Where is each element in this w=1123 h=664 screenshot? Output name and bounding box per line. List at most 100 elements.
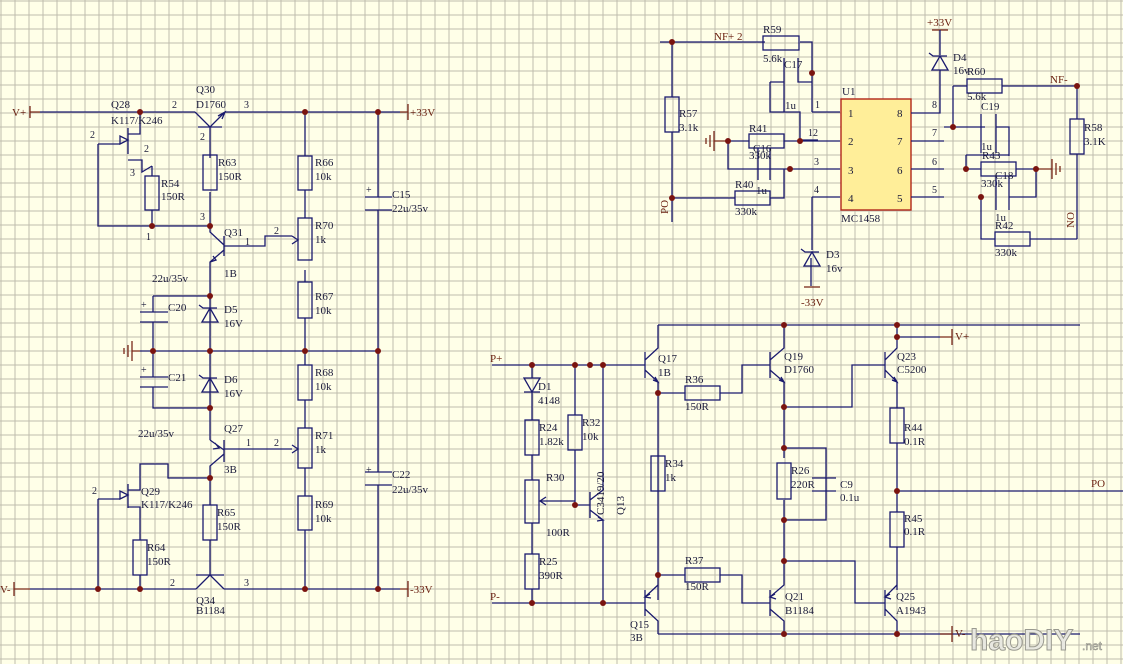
svg-text:1k: 1k	[315, 234, 327, 246]
svg-text:330k: 330k	[735, 206, 758, 218]
svg-text:R60: R60	[967, 66, 986, 78]
svg-text:1: 1	[146, 232, 151, 243]
junction-dot	[797, 138, 803, 144]
junction-dot	[302, 586, 308, 592]
svg-text:R57: R57	[679, 108, 698, 120]
junction-dot	[207, 348, 213, 354]
net-label-no: NO	[1065, 212, 1077, 228]
junction-dot	[809, 70, 815, 76]
svg-text:D1: D1	[538, 381, 551, 393]
junction-dot	[302, 109, 308, 115]
svg-text:haoDIY: haoDIY	[970, 624, 1073, 657]
svg-text:D5: D5	[224, 304, 238, 316]
r25-resistor: R25 390R	[524, 553, 564, 590]
svg-text:8: 8	[932, 100, 937, 111]
net-label-p33: +33V	[410, 107, 435, 119]
svg-text:D1760: D1760	[784, 364, 814, 376]
svg-text:2: 2	[274, 226, 279, 237]
svg-text:1.82k: 1.82k	[539, 436, 564, 448]
junction-dot	[600, 600, 606, 606]
svg-text:1u: 1u	[785, 100, 797, 112]
q19-transistor: Q19 D1760	[769, 325, 885, 458]
svg-text:R32: R32	[582, 417, 600, 429]
junction-dot	[600, 362, 606, 368]
junction-dot	[781, 404, 787, 410]
svg-text:3: 3	[244, 100, 249, 111]
svg-text:2: 2	[144, 144, 149, 155]
r70-potentiometer: R70 1k	[291, 217, 334, 261]
svg-text:1B: 1B	[658, 367, 671, 379]
svg-text:3: 3	[130, 168, 135, 179]
svg-text:R37: R37	[685, 555, 704, 567]
svg-text:0.1u: 0.1u	[840, 492, 860, 504]
q31-transistor: Q31 1B 12	[209, 226, 292, 300]
svg-text:R70: R70	[315, 220, 334, 232]
svg-text:C9: C9	[840, 479, 853, 491]
svg-text:150R: 150R	[161, 191, 186, 203]
d1-diode: D1 4148	[522, 365, 561, 420]
svg-text:22u/35v: 22u/35v	[138, 428, 175, 440]
svg-text:0.1R: 0.1R	[904, 526, 926, 538]
svg-text:R69: R69	[315, 499, 334, 511]
svg-text:C19: C19	[981, 101, 1000, 113]
junction-dot	[894, 322, 900, 328]
svg-text:1: 1	[246, 438, 251, 449]
svg-text:R59: R59	[763, 24, 782, 36]
svg-text:1: 1	[848, 108, 854, 120]
svg-text:B1184: B1184	[785, 605, 814, 617]
svg-text:6: 6	[897, 165, 903, 177]
c19-capacitor: C19 1u	[980, 101, 1010, 156]
q29-jfet: Q29 K117/K246 2	[92, 463, 210, 588]
svg-text:+: +	[366, 465, 372, 476]
svg-text:5.6k: 5.6k	[763, 53, 783, 65]
svg-text:16V: 16V	[224, 318, 243, 330]
junction-dot	[137, 586, 143, 592]
ground-symbol-left	[705, 131, 728, 151]
r45-resistor: R45 0.1R	[889, 511, 926, 590]
svg-text:D3: D3	[826, 249, 840, 261]
svg-text:10k: 10k	[315, 305, 332, 317]
junction-dot	[375, 348, 381, 354]
d6-zener: D6 16V	[198, 351, 243, 440]
net-label-po-out: PO	[1091, 478, 1105, 490]
net-label-p33-top: +33V	[927, 17, 952, 29]
q17-transistor: Q17 1B	[644, 325, 677, 600]
svg-text:Q13: Q13	[615, 496, 627, 515]
svg-text:330k: 330k	[981, 178, 1004, 190]
d3-zener: D3 16v	[800, 248, 843, 275]
svg-text:150R: 150R	[685, 581, 710, 593]
junction-dot	[894, 334, 900, 340]
r34-resistor: R34 1k	[650, 455, 684, 492]
svg-text:R41: R41	[749, 123, 767, 135]
svg-text:220R: 220R	[791, 479, 816, 491]
net-label-p-plus: P+	[490, 353, 502, 365]
svg-text:1k: 1k	[665, 472, 677, 484]
svg-text:5: 5	[897, 193, 903, 205]
svg-text:D6: D6	[224, 374, 238, 386]
svg-text:D4: D4	[953, 52, 967, 64]
watermark: haoDIY .net	[970, 624, 1103, 658]
svg-text:6: 6	[932, 157, 937, 168]
net-label-v-plus-right: V+	[955, 331, 969, 343]
junction-dot	[894, 631, 900, 637]
r69-resistor: R69 10k	[297, 495, 334, 531]
r65-resistor: R65 150R	[202, 478, 242, 575]
svg-text:+: +	[141, 300, 147, 311]
net-label-v-minus-right: V-	[955, 628, 966, 640]
svg-text:2: 2	[848, 136, 854, 148]
net-label-nf-minus: NF-	[1050, 74, 1068, 86]
ground-symbol-right	[1036, 159, 1061, 179]
q15-transistor: Q15 3B	[630, 584, 659, 644]
svg-text:C22: C22	[392, 469, 410, 481]
svg-text:R67: R67	[315, 291, 334, 303]
svg-text:150R: 150R	[217, 521, 242, 533]
junction-dot	[781, 322, 787, 328]
svg-text:16v: 16v	[826, 263, 843, 275]
svg-text:3: 3	[244, 578, 249, 589]
c17-capacitor: C17 1u	[769, 58, 818, 141]
r40-resistor: R40 330k 1u	[734, 179, 771, 218]
svg-text:U1: U1	[842, 86, 855, 98]
net-label-m33: -33V	[410, 584, 433, 596]
svg-text:330k: 330k	[749, 150, 772, 162]
